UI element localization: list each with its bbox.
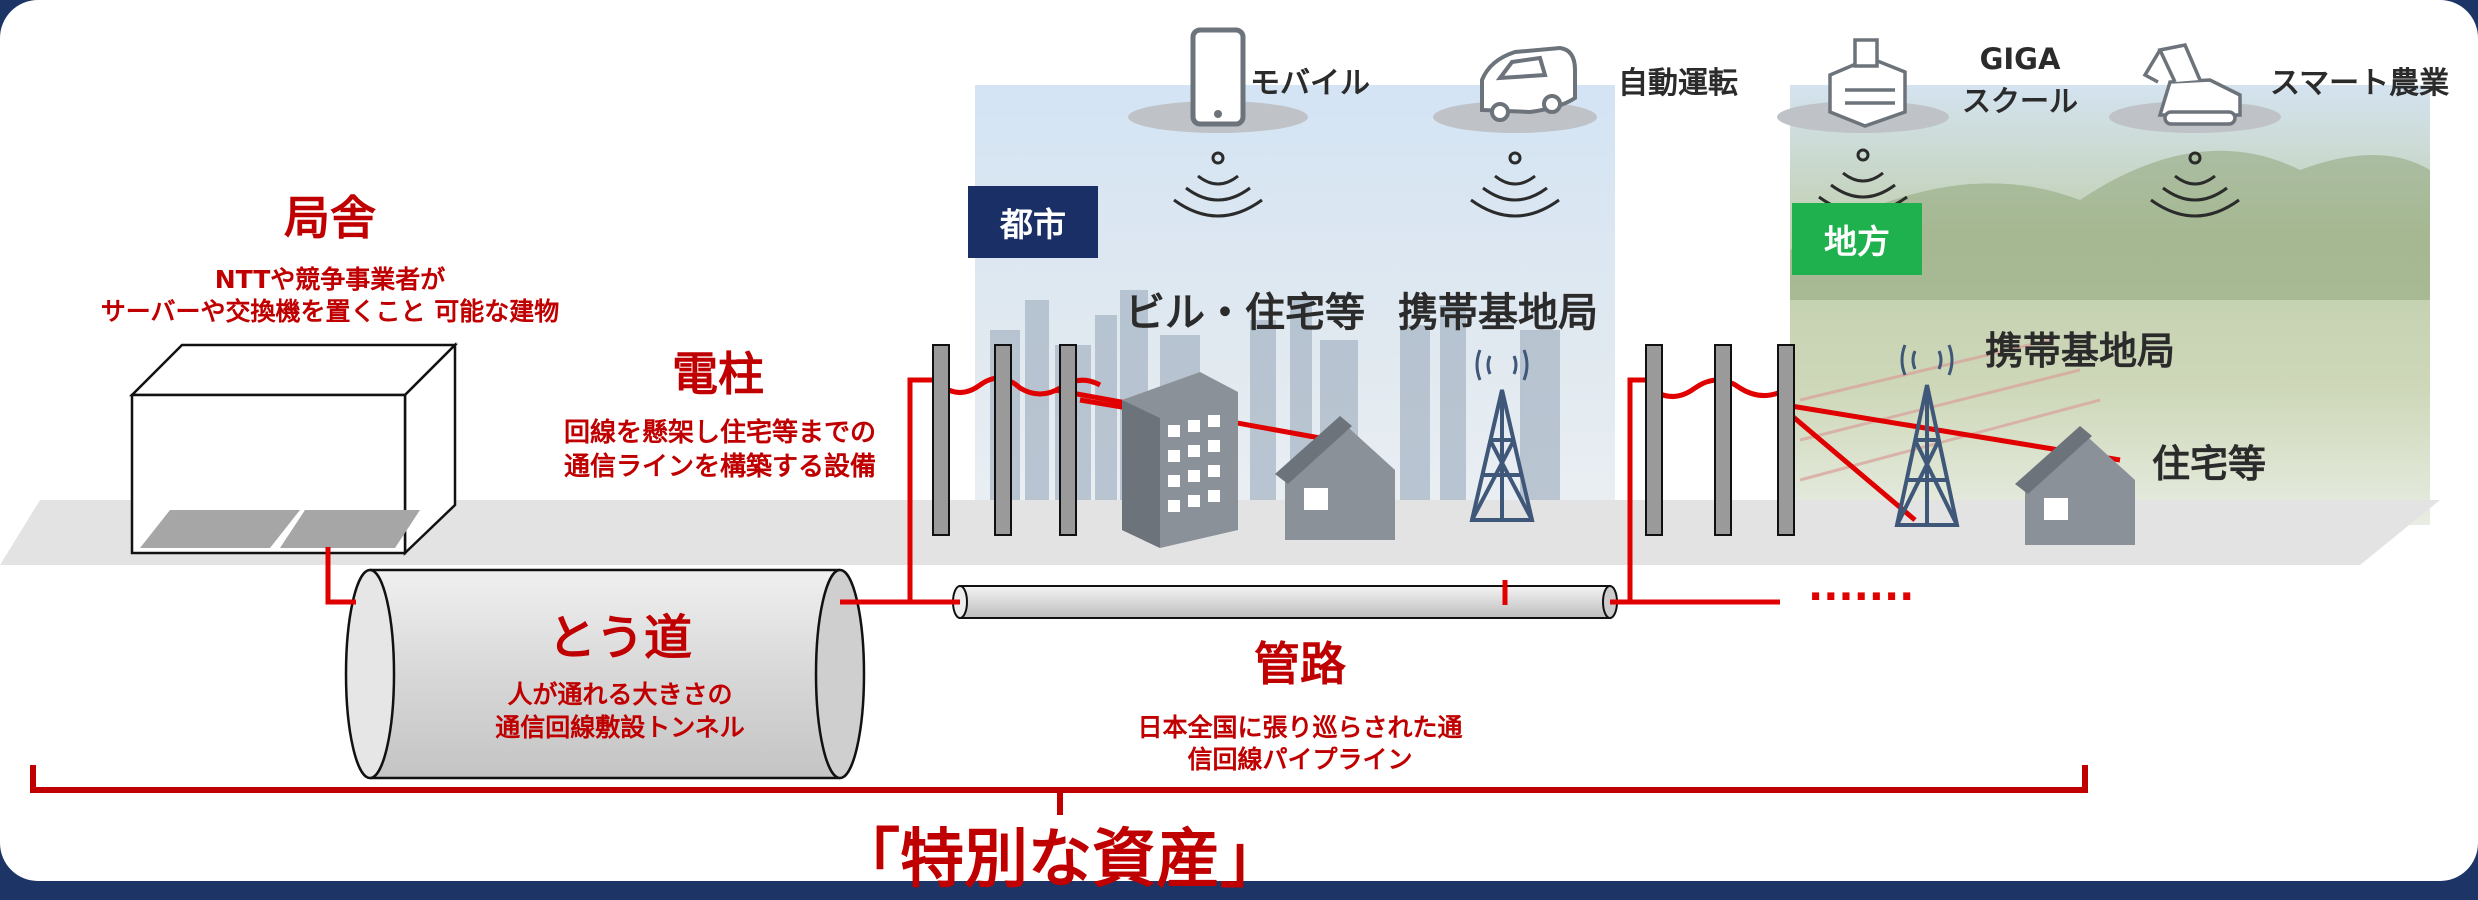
wifi-signal-icon bbox=[2150, 151, 2240, 218]
service-autonomous-label: 自動運転 bbox=[1618, 66, 1738, 101]
office-desc-line2: サーバーや交換機を置くこと 可能な建物 bbox=[100, 297, 560, 326]
tunnel-title: とう道 bbox=[547, 610, 692, 666]
rural-house-label: 住宅等 bbox=[2152, 442, 2267, 486]
rural-background bbox=[1790, 85, 2430, 525]
house-icon bbox=[1275, 416, 1395, 540]
tunnel-desc-line2: 通信回線敷設トンネル bbox=[495, 713, 745, 742]
office-box-icon bbox=[128, 341, 459, 556]
rural-station-label: 携帯基地局 bbox=[1985, 329, 2176, 373]
tunnel-cylinder-icon bbox=[344, 568, 866, 780]
pole-desc-line2: 通信ラインを構築する設備 bbox=[563, 452, 876, 482]
pole-title: 電柱 bbox=[672, 347, 764, 401]
assets-label: 「特別な資産」 bbox=[836, 823, 1284, 897]
infrastructure-diagram: ······· bbox=[0, 27, 2440, 815]
rural-badge: 地方 bbox=[1792, 203, 1922, 275]
service-agri-label: スマート農業 bbox=[2270, 66, 2450, 101]
antenna-tower-icon bbox=[1894, 344, 1960, 527]
conduit-title: 管路 bbox=[1254, 637, 1346, 691]
conduit-desc-line2: 信回線パイプライン bbox=[1187, 745, 1413, 774]
conduit-desc-line1: 日本全国に張り巡らされた通 bbox=[1137, 713, 1463, 742]
school-icon bbox=[1828, 38, 1907, 128]
tunnel-desc-line1: 人が通れる大きさの bbox=[507, 680, 733, 709]
pole-desc-line1: 回線を懸架し住宅等までの bbox=[563, 418, 876, 448]
wifi-signal-icon bbox=[1470, 151, 1560, 218]
continuation-dots: ······· bbox=[1808, 574, 1914, 620]
service-giga-label-line1: GIGA bbox=[1979, 42, 2061, 76]
excavator-icon bbox=[2142, 43, 2242, 126]
service-giga-label-line2: スクール bbox=[1961, 84, 2078, 118]
office-title: 局舎 bbox=[284, 191, 376, 245]
building-icon bbox=[1122, 372, 1238, 548]
service-mobile-label: モバイル bbox=[1250, 66, 1370, 101]
city-station-label: 携帯基地局 bbox=[1398, 290, 1598, 336]
rural-mountain bbox=[1790, 150, 2430, 300]
telephone-pole-icon bbox=[932, 344, 1795, 536]
car-icon bbox=[1480, 45, 1577, 122]
city-badge: 都市 bbox=[968, 186, 1098, 258]
city-building-label: ビル・住宅等 bbox=[1125, 290, 1365, 336]
antenna-tower-icon bbox=[1469, 349, 1535, 522]
conduit-pipe-icon bbox=[952, 585, 1618, 619]
phone-icon bbox=[1190, 27, 1246, 127]
wifi-signal-icon bbox=[1173, 151, 1263, 218]
office-desc-line1: NTTや競争事業者が bbox=[214, 265, 446, 294]
house-icon bbox=[2015, 426, 2135, 545]
assets-bracket bbox=[30, 765, 2088, 815]
